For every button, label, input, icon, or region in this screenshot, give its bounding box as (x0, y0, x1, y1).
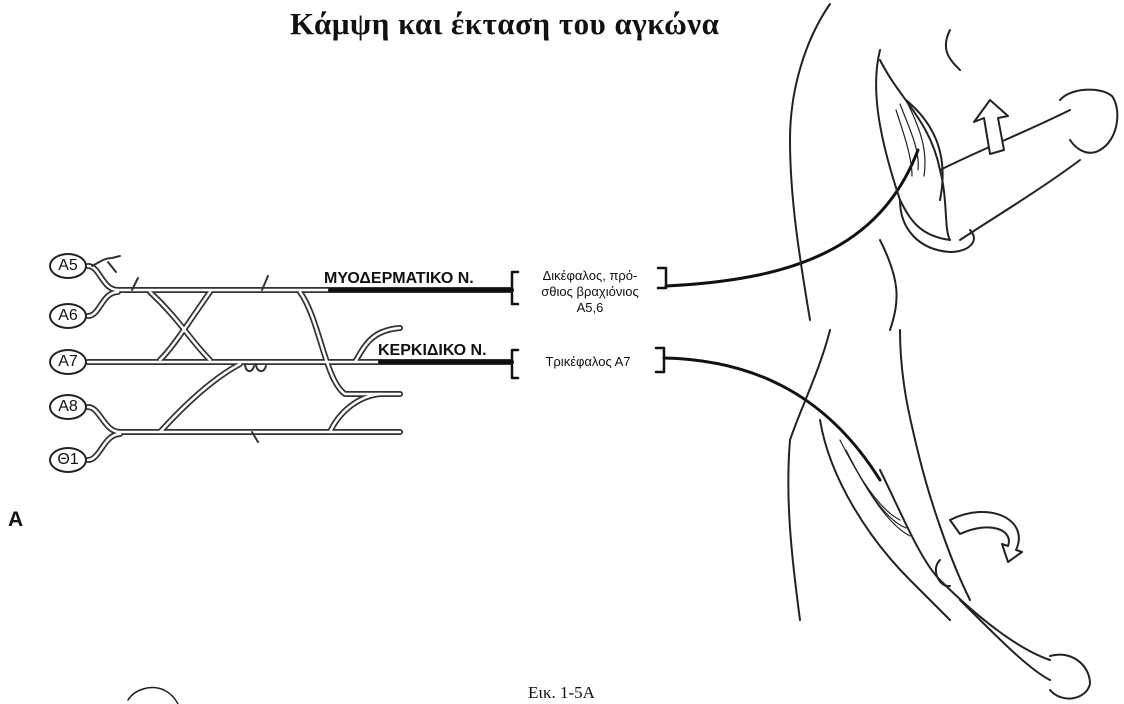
muscle-line: Δικέφαλος, πρό- (522, 268, 658, 284)
biceps-connector (666, 150, 918, 286)
root-label-a6: Α6 (49, 303, 87, 329)
root-label-t1: Θ1 (49, 447, 87, 473)
root-label-a8: Α8 (49, 394, 87, 420)
musculocutaneous-nerve-label: ΜΥΟΔΕΡΜΑΤΙΚΟ Ν. (324, 270, 474, 288)
root-label-a5: Α5 (49, 253, 87, 279)
corner-sketch (128, 688, 178, 704)
extension-arrow-icon (950, 512, 1022, 562)
biceps-brachialis-text: Δικέφαλος, πρό- σθιος βραχιόνιος Α5,6 (522, 268, 658, 316)
muscle-line: Τρικέφαλος Α7 (522, 354, 654, 370)
muscle-line: Α5,6 (522, 300, 658, 316)
root-label-a7: Α7 (49, 349, 87, 375)
flexed-arm-figure (790, 4, 1117, 330)
muscle-line: σθιος βραχιόνιος (522, 284, 658, 300)
flexion-arrow-icon (974, 100, 1008, 154)
diagram-title: Κάμψη και έκταση του αγκώνα (290, 6, 719, 42)
figure-caption: Εικ. 1-5Α (528, 683, 595, 703)
panel-letter: Α (8, 508, 23, 532)
triceps-text: Τρικέφαλος Α7 (522, 354, 654, 370)
radial-nerve-label: ΚΕΡΚΙΔΙΚΟ Ν. (378, 342, 487, 360)
triceps-connector (664, 358, 880, 480)
extended-arm-figure (788, 330, 1090, 699)
